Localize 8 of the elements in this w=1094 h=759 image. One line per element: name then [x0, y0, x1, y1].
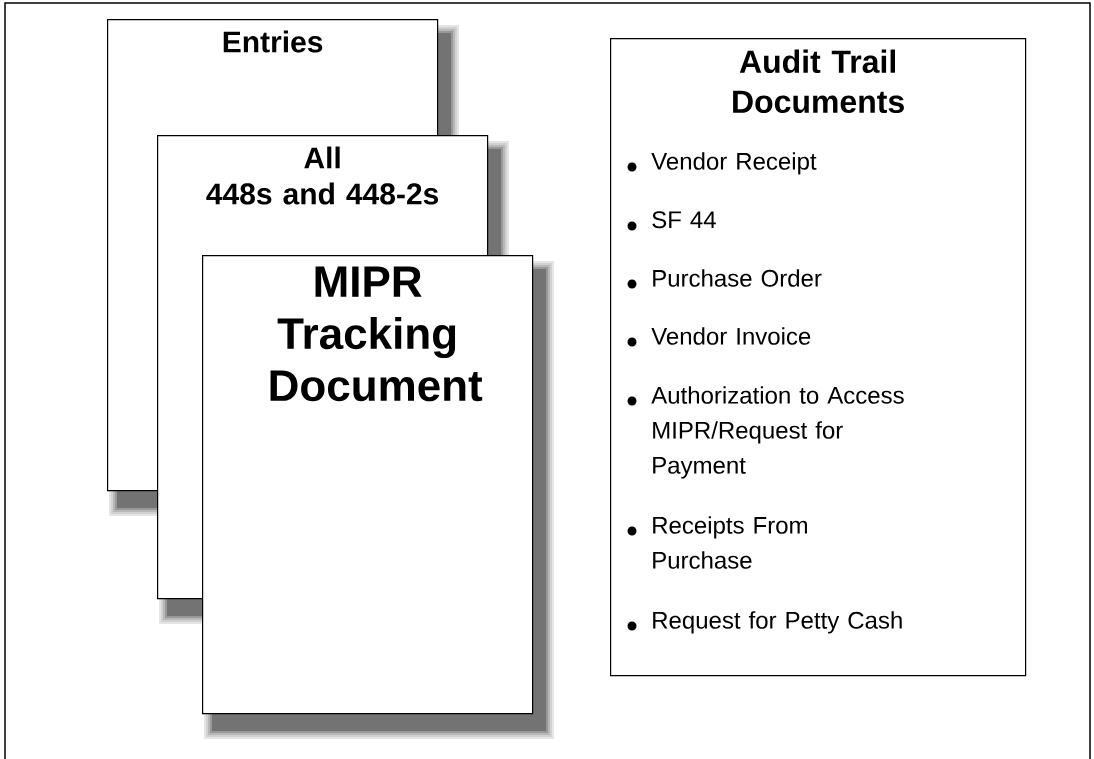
- list-item: Request for Petty Cash: [653, 611, 902, 634]
- list-item: Receipts From Purchase: [653, 516, 807, 569]
- list-item: Purchase Order: [653, 269, 822, 287]
- document-box: MIPR Tracking Document: [202, 255, 534, 715]
- list-item: Vendor Invoice: [651, 327, 811, 345]
- list-item: Authorization to Access MIPR/Request for Payment: [651, 386, 904, 479]
- list-item: Vendor Receipt: [651, 152, 817, 175]
- list-item: SF 44: [652, 211, 716, 229]
